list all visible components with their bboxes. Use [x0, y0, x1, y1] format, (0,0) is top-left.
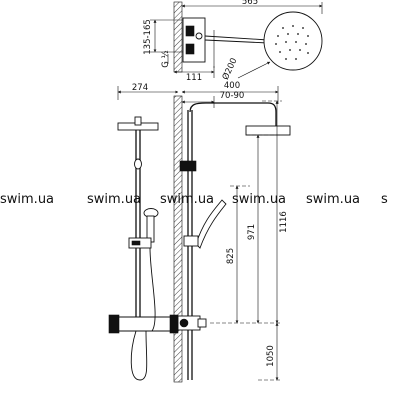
dim-825: 825: [226, 185, 239, 324]
height-reference-lines: [210, 100, 282, 381]
dim-diameter-label: Ø200: [220, 56, 240, 81]
right-wall-bracket: [179, 160, 197, 172]
right-slider: [183, 235, 199, 247]
dim-111-label: 111: [186, 73, 202, 83]
dim-274-label: 274: [132, 83, 148, 93]
watermark-3: swim.ua: [160, 192, 214, 207]
dim-1116-label: 1116: [279, 211, 289, 233]
top-shower-arm: [204, 35, 269, 41]
top-mixer-body: [182, 17, 206, 63]
dim-565-label: 565: [242, 0, 258, 7]
top-shower-head: [263, 11, 323, 71]
top-mixer-knob: [185, 25, 195, 37]
left-head-connector: [134, 116, 142, 126]
dim-971-label: 971: [247, 224, 257, 240]
top-view: 565 135-165 G ½ 111 Ø200: [143, 0, 323, 83]
right-mixer-outlet: [197, 318, 207, 328]
left-front-elevation: [108, 116, 179, 381]
left-mixer-handle-left: [108, 314, 120, 334]
right-side-elevation: [177, 102, 291, 380]
watermark-row: swim.ua swim.ua swim.ua swim.ua swim.ua …: [0, 192, 388, 207]
left-shower-hose-upper: [149, 247, 156, 332]
watermark-2: swim.ua: [87, 192, 141, 207]
dim-274: 274: [117, 83, 179, 100]
dim-971: 971: [247, 134, 260, 324]
dim-70-90-label: 70-90: [220, 91, 245, 101]
left-shower-hose: [130, 330, 148, 381]
dim-135-165-label: 135-165: [143, 19, 153, 55]
watermark-1: swim.ua: [0, 192, 54, 207]
dim-1116: 1116: [275, 100, 289, 324]
left-thermostatic-mixer: [113, 316, 177, 332]
dim-diameter-leader: [237, 61, 271, 79]
dim-1050: 1050: [266, 322, 279, 381]
dim-1050-label: 1050: [266, 345, 276, 367]
right-mixer-knob: [179, 318, 189, 328]
dim-thread-label: G ½: [161, 50, 171, 68]
right-overhead-head: [245, 125, 291, 136]
watermark-4: swim.ua: [232, 192, 286, 207]
top-mixer-outlet: [195, 32, 203, 40]
watermark-5: swim.ua: [306, 192, 360, 207]
top-shower-nozzles: [275, 25, 309, 60]
left-mixer-handle-right: [169, 314, 179, 334]
dim-825-label: 825: [226, 248, 236, 264]
dim-400-label: 400: [224, 81, 240, 91]
watermark-6: s: [381, 192, 388, 207]
top-mixer-knob-2: [185, 43, 195, 55]
right-hand-shower: [195, 199, 227, 249]
left-diverter-knob: [134, 158, 142, 170]
dim-70-90: 70-90: [181, 91, 245, 108]
left-slider-knob: [131, 240, 141, 246]
side-wall-hatch: [173, 95, 183, 383]
top-shower-arm-2: [204, 39, 269, 44]
top-wall-hatch: [173, 1, 183, 73]
right-shower-arm: [189, 102, 277, 126]
